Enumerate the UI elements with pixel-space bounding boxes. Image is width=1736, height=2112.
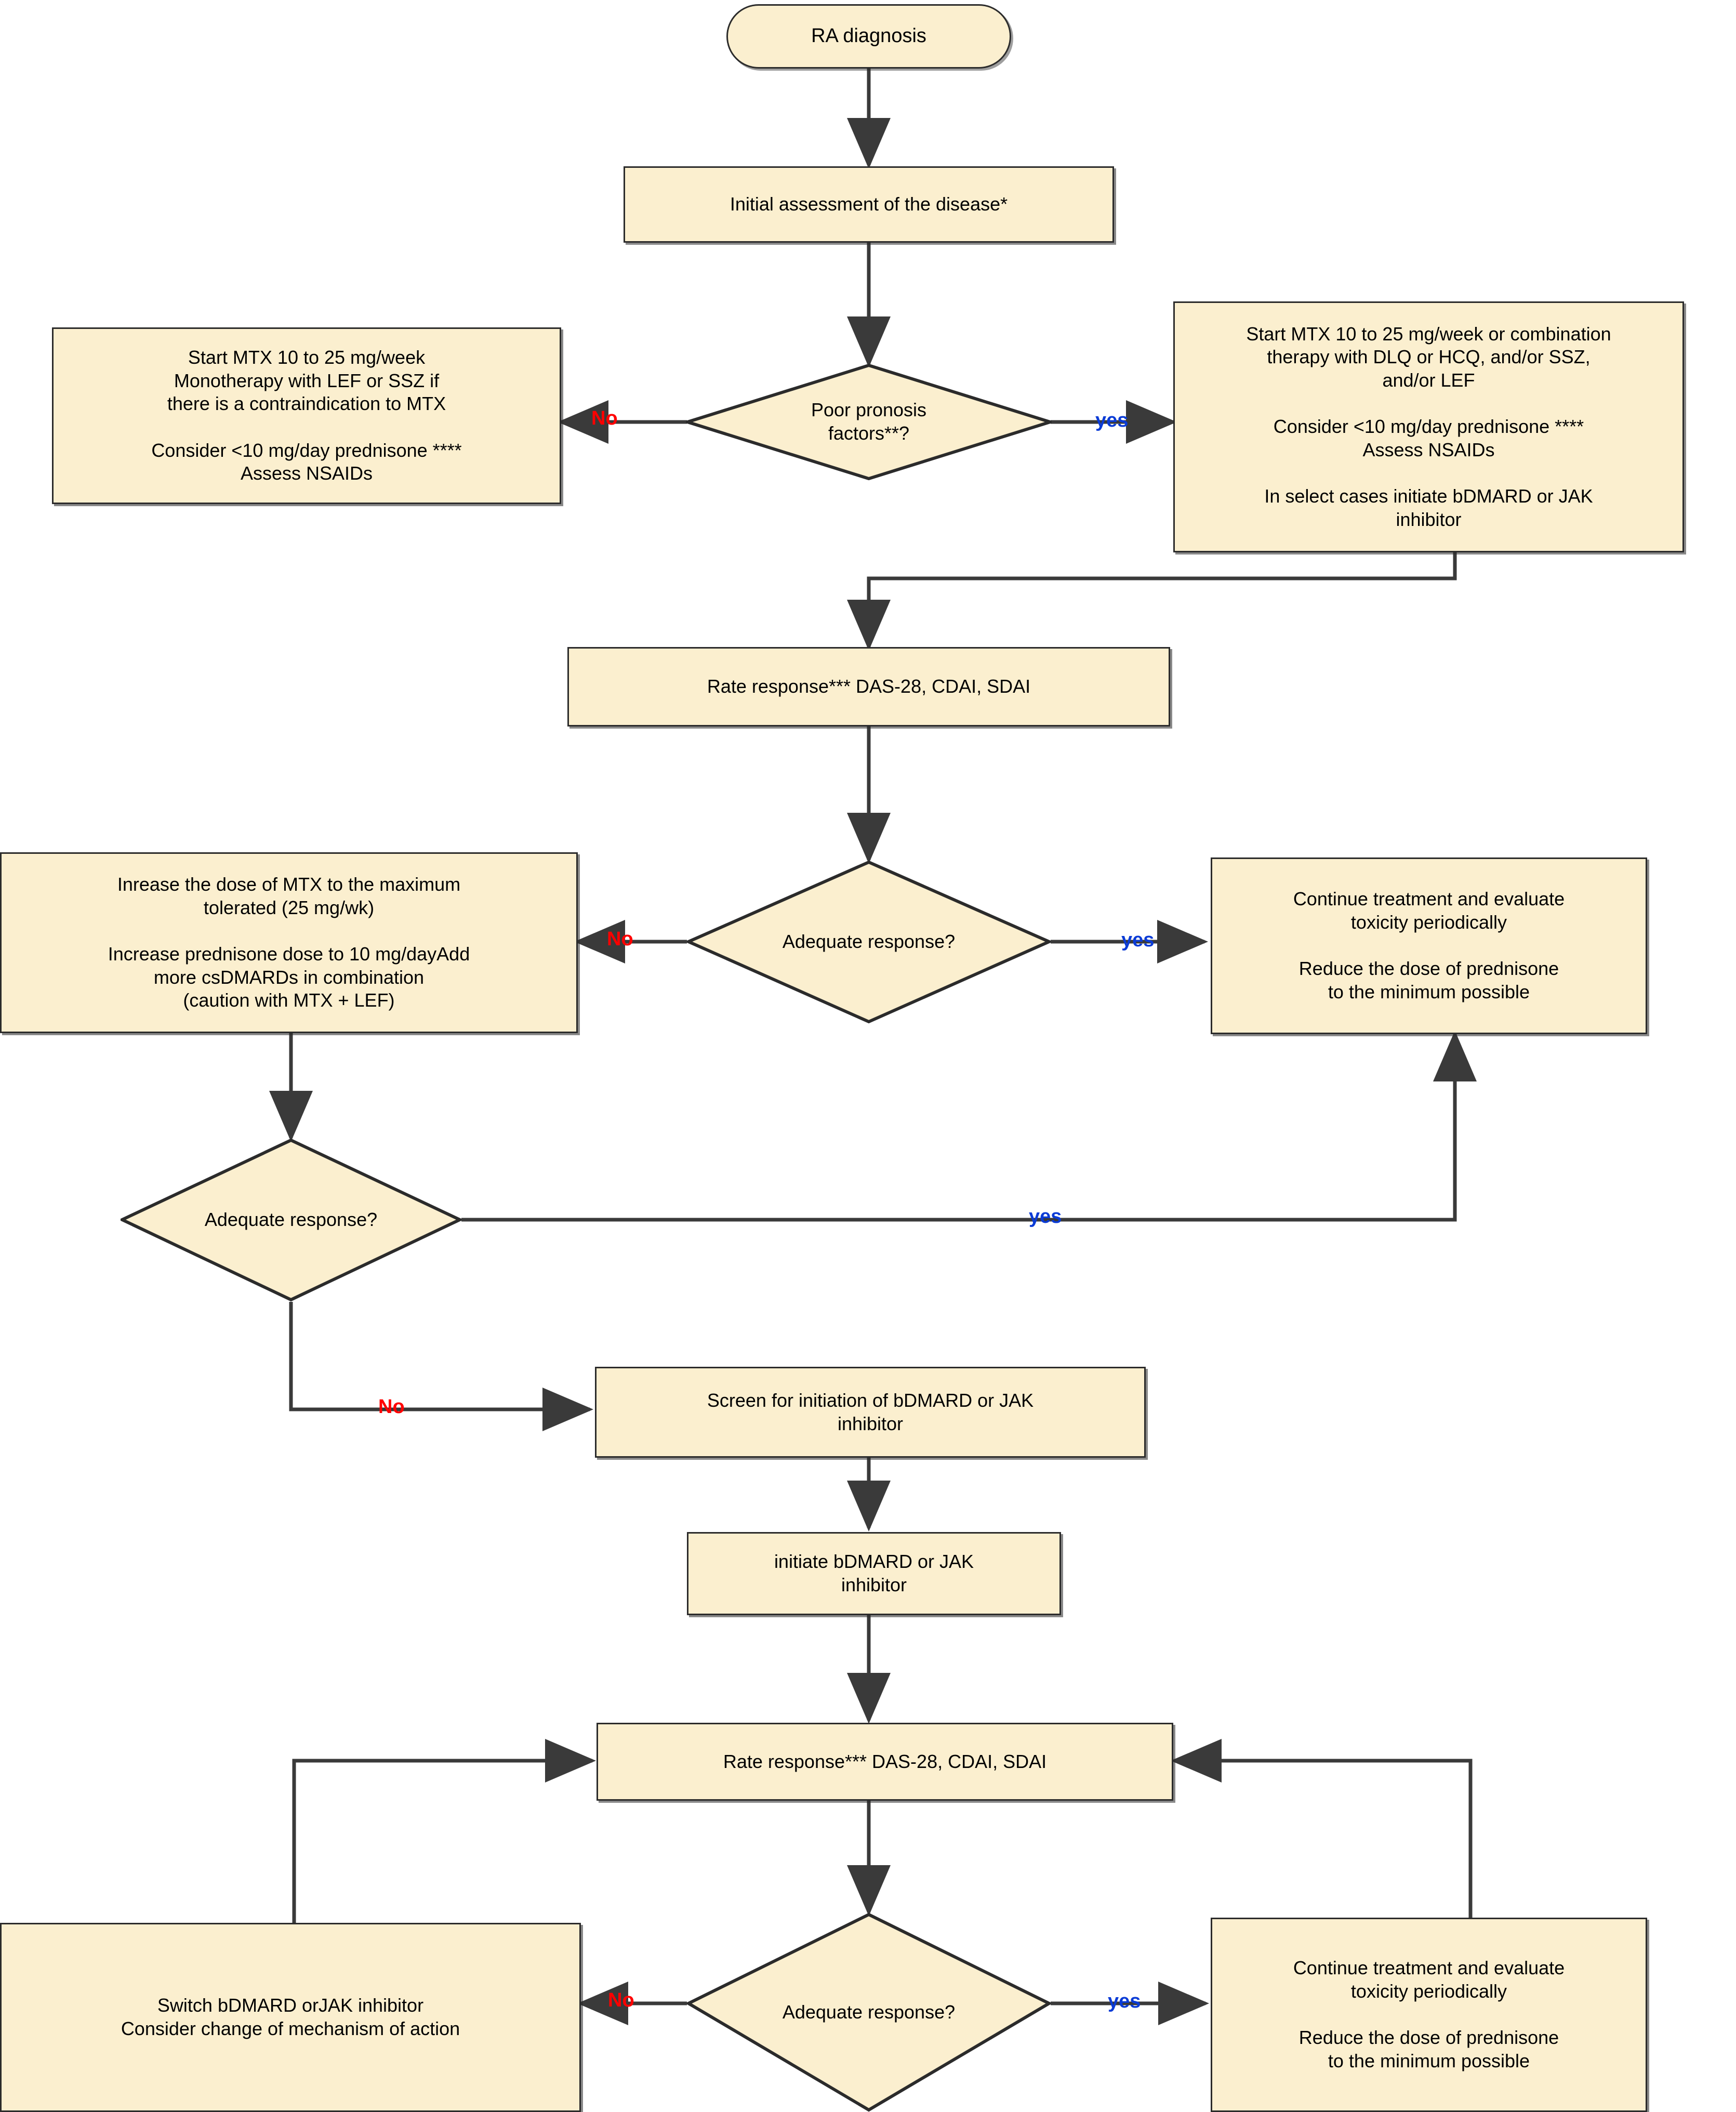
node-adequate-response-3-label: Adequate response? [782, 2001, 956, 2023]
edge-label-response2-no: No [378, 1396, 405, 1418]
edge-label-response3-yes: yes [1108, 1990, 1141, 2012]
node-escalate-csdmard[interactable]: Inrease the dose of MTX to the maximum t… [0, 852, 578, 1033]
node-escalate-csdmard-label: Inrease the dose of MTX to the maximum t… [108, 874, 470, 1011]
diamond-shape [687, 860, 1051, 1024]
edge-label-response2-yes: yes [1029, 1206, 1062, 1227]
diamond-shape [686, 364, 1052, 480]
node-rate-response-2[interactable]: Rate response*** DAS-28, CDAI, SDAI [597, 1723, 1173, 1801]
node-continue-treatment-2-label: Continue treatment and evaluate toxicity… [1293, 1957, 1565, 2071]
node-initial-assessment[interactable]: Initial assessment of the disease* [624, 166, 1114, 243]
edge-label-response1-yes: yes [1121, 929, 1155, 951]
node-adequate-response-2[interactable]: Adequate response? [121, 1138, 461, 1302]
node-adequate-response-1[interactable]: Adequate response? [687, 860, 1051, 1024]
edge-label-prognosis-no: No [591, 407, 618, 429]
diamond-shape [121, 1138, 461, 1302]
node-initiate-bdmard[interactable]: initiate bDMARD or JAK inhibitor [687, 1532, 1061, 1615]
node-adequate-response-2-label: Adequate response? [204, 1209, 378, 1231]
node-poor-prognosis-label: Poor pronosis factors**? [811, 399, 927, 444]
node-screen-bdmard-label: Screen for initiation of bDMARD or JAK i… [707, 1389, 1034, 1434]
node-start-label: RA diagnosis [811, 25, 926, 47]
diamond-shape [687, 1912, 1051, 2112]
edge-label-response3-no: No [608, 1989, 634, 2011]
node-no-poor-prognosis-tx-label: Start MTX 10 to 25 mg/week Monotherapy w… [151, 347, 462, 484]
node-rate-response-1[interactable]: Rate response*** DAS-28, CDAI, SDAI [567, 647, 1170, 727]
node-poor-prognosis-tx-label: Start MTX 10 to 25 mg/week or combinatio… [1246, 323, 1611, 530]
node-poor-prognosis[interactable]: Poor pronosis factors**? [686, 364, 1052, 480]
node-screen-bdmard[interactable]: Screen for initiation of bDMARD or JAK i… [595, 1367, 1146, 1458]
node-continue-treatment-1[interactable]: Continue treatment and evaluate toxicity… [1211, 857, 1647, 1034]
node-adequate-response-3[interactable]: Adequate response? [687, 1912, 1051, 2112]
edge-rightbox-to-rate1 [847, 552, 1457, 651]
edge-response2-no [289, 1302, 593, 1431]
edge-switch-to-rate2 [292, 1739, 596, 1923]
node-no-poor-prognosis-tx[interactable]: Start MTX 10 to 25 mg/week Monotherapy w… [52, 327, 561, 504]
edge-response2-yes [461, 1031, 1477, 1222]
node-poor-prognosis-tx[interactable]: Start MTX 10 to 25 mg/week or combinatio… [1173, 301, 1684, 552]
node-start[interactable]: RA diagnosis [726, 4, 1011, 69]
node-rate-response-1-label: Rate response*** DAS-28, CDAI, SDAI [707, 676, 1031, 697]
node-switch-bdmard[interactable]: Switch bDMARD orJAK inhibitor Consider c… [0, 1923, 581, 2112]
node-rate-response-2-label: Rate response*** DAS-28, CDAI, SDAI [723, 1750, 1047, 1772]
node-initial-assessment-label: Initial assessment of the disease* [730, 193, 1008, 215]
node-adequate-response-1-label: Adequate response? [782, 931, 956, 953]
edge-label-response1-no: No [607, 928, 633, 950]
node-switch-bdmard-label: Switch bDMARD orJAK inhibitor Consider c… [121, 1995, 460, 2039]
node-continue-treatment-1-label: Continue treatment and evaluate toxicity… [1293, 888, 1565, 1002]
edge-label-prognosis-yes: yes [1095, 410, 1129, 431]
node-continue-treatment-2[interactable]: Continue treatment and evaluate toxicity… [1211, 1918, 1647, 2112]
node-initiate-bdmard-label: initiate bDMARD or JAK inhibitor [774, 1551, 974, 1595]
edge-continue2-to-rate2 [1171, 1739, 1473, 1918]
